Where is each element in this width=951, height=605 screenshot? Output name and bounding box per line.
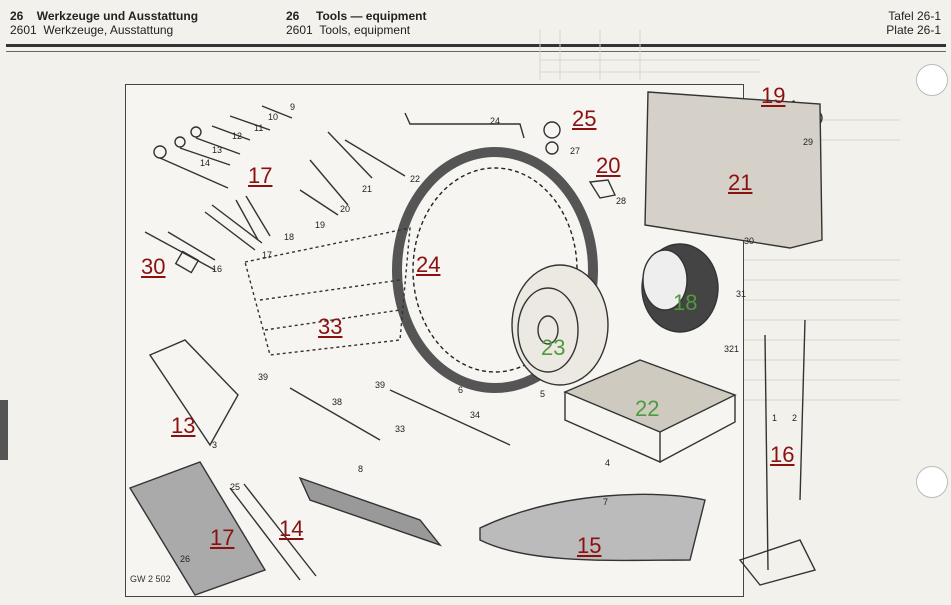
part-number: 9 bbox=[290, 102, 296, 112]
header-right-row1: Tafel 26-1 bbox=[888, 9, 941, 23]
part-number: 2 bbox=[792, 413, 798, 423]
hand-tools bbox=[144, 131, 406, 274]
wrench-set bbox=[153, 105, 293, 189]
paint-can bbox=[641, 243, 719, 333]
part-number: 5 bbox=[540, 389, 546, 399]
callout-23: 23 bbox=[541, 335, 566, 360]
part-number: 16 bbox=[212, 264, 223, 274]
part-number: 38 bbox=[332, 397, 343, 407]
callout-13: 13 bbox=[171, 413, 196, 438]
lug-wrench bbox=[404, 112, 525, 139]
header-rule-thin bbox=[6, 51, 946, 52]
header-mid-title2: Tools, equipment bbox=[319, 23, 411, 37]
callout-17-bottom: 17 bbox=[210, 525, 235, 550]
callout-19: 19 bbox=[761, 83, 786, 108]
part-number: 28 bbox=[616, 196, 627, 206]
header-left-row2: 2601 Werkzeuge, Ausstattung bbox=[10, 23, 173, 37]
part-number: 30 bbox=[744, 236, 755, 246]
part-number: 20 bbox=[340, 204, 351, 214]
callout-30: 30 bbox=[141, 254, 166, 279]
inner-tube bbox=[479, 493, 706, 562]
part-number: 29 bbox=[803, 137, 814, 147]
part-number: 22 bbox=[410, 174, 421, 184]
part-number: 7 bbox=[603, 497, 609, 507]
header-right-row2: Plate 26-1 bbox=[886, 23, 941, 37]
part-number: 8 bbox=[358, 464, 364, 474]
tire-lever-2 bbox=[243, 483, 317, 577]
wheel-rim bbox=[511, 264, 609, 386]
part-number: 26 bbox=[180, 554, 191, 564]
part-number: 1 bbox=[772, 413, 778, 423]
part-number: 11 bbox=[254, 123, 264, 133]
tool-board bbox=[644, 91, 823, 249]
tool-box-sides bbox=[564, 392, 736, 464]
part-number: 321 bbox=[724, 344, 740, 354]
part-number: 34 bbox=[470, 410, 481, 420]
callout-24: 24 bbox=[416, 252, 441, 277]
punch-hole-top bbox=[916, 64, 948, 96]
header-mid-num2: 2601 bbox=[286, 23, 313, 37]
callout-33: 33 bbox=[318, 314, 343, 339]
part-number: 6 bbox=[458, 385, 464, 395]
drawing-code: GW 2 502 bbox=[130, 574, 171, 584]
part-number: 39 bbox=[375, 380, 386, 390]
header-rule-thick bbox=[6, 44, 946, 47]
callout-14: 14 bbox=[279, 516, 304, 541]
header-mid-title1: Tools — equipment bbox=[316, 9, 427, 23]
part-number: 10 bbox=[268, 112, 279, 122]
callout-16: 16 bbox=[770, 442, 795, 467]
part-number: 27 bbox=[570, 146, 581, 156]
header-mid-row2: 2601 Tools, equipment bbox=[286, 23, 410, 37]
part-number: 12 bbox=[232, 131, 243, 141]
header-left-num1: 26 bbox=[10, 9, 24, 23]
header-left-num2: 2601 bbox=[10, 23, 37, 37]
hook-fittings bbox=[543, 121, 617, 199]
tool-bag bbox=[298, 476, 443, 547]
car-jack bbox=[738, 319, 817, 586]
header-left-title2: Werkzeuge, Ausstattung bbox=[43, 23, 174, 37]
part-number: 14 bbox=[200, 158, 211, 168]
callout-21: 21 bbox=[728, 170, 753, 195]
callout-18: 18 bbox=[673, 290, 698, 315]
shovel bbox=[148, 339, 239, 447]
punch-hole-bottom bbox=[916, 466, 948, 498]
part-number: 13 bbox=[212, 145, 223, 155]
header-left-title1: Werkzeuge und Ausstattung bbox=[36, 9, 199, 23]
callout-25: 25 bbox=[572, 106, 597, 131]
part-number: 25 bbox=[230, 482, 241, 492]
part-number: 17 bbox=[262, 250, 273, 260]
tire-lever-1 bbox=[229, 487, 301, 581]
callout-17-top: 17 bbox=[248, 163, 273, 188]
callout-20: 20 bbox=[596, 153, 621, 178]
header-left-row1: 26 Werkzeuge und Ausstattung bbox=[10, 9, 198, 23]
header-mid-row1: 26 Tools — equipment bbox=[286, 9, 426, 23]
header-mid-num1: 26 bbox=[286, 9, 300, 23]
mat bbox=[128, 461, 267, 596]
callout-15: 15 bbox=[577, 533, 602, 558]
part-number: 21 bbox=[362, 184, 373, 194]
part-number: 24 bbox=[490, 116, 501, 126]
part-number: 19 bbox=[315, 220, 326, 230]
tow-rope bbox=[289, 387, 511, 446]
callout-22: 22 bbox=[635, 396, 660, 421]
part-number: 39 bbox=[258, 372, 269, 382]
part-number: 31 bbox=[736, 289, 747, 299]
part-number: 3 bbox=[212, 440, 218, 450]
part-number: 33 bbox=[395, 424, 406, 434]
part-number: 4 bbox=[605, 458, 611, 468]
part-number: 18 bbox=[284, 232, 295, 242]
snow-chains bbox=[244, 227, 411, 356]
